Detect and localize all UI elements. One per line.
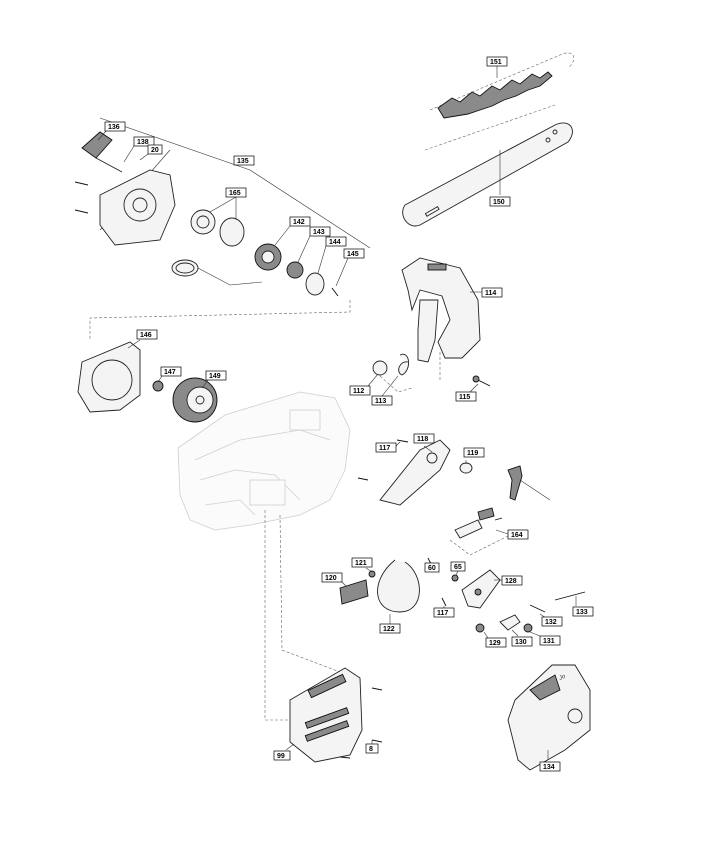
- callout-115: 115: [459, 394, 470, 401]
- part-number-callouts: 151 150 136 138 20 135 165 142 143: [97, 56, 594, 772]
- sprocket-cover: Jo: [507, 664, 591, 771]
- callout-165: 165: [229, 190, 241, 197]
- brake-parts: [357, 439, 551, 556]
- starter-assembly: [74, 117, 371, 297]
- hand-guard: [372, 257, 491, 393]
- cover-logo-text: Jo: [557, 673, 567, 682]
- callout-117-upper: 117: [379, 445, 390, 452]
- callout-130: 130: [515, 639, 527, 646]
- callout-8: 8: [369, 746, 373, 753]
- callout-114: 114: [485, 290, 496, 297]
- callout-146: 146: [140, 332, 152, 339]
- callout-120: 120: [325, 575, 337, 582]
- callout-164: 164: [511, 532, 523, 539]
- callout-143: 143: [313, 229, 325, 236]
- callout-128: 128: [505, 578, 517, 585]
- engine-housing-ghost: [177, 391, 351, 531]
- callout-138: 138: [137, 139, 149, 146]
- cylinder-cover: [289, 667, 383, 763]
- callout-150: 150: [493, 199, 505, 206]
- callout-99: 99: [277, 753, 285, 760]
- callout-118: 118: [417, 436, 428, 443]
- callout-121: 121: [355, 560, 367, 567]
- callout-134: 134: [543, 764, 555, 771]
- saw-chain: [424, 52, 575, 151]
- callout-136: 136: [108, 124, 120, 131]
- callout-112: 112: [353, 388, 364, 395]
- callout-149: 149: [209, 373, 221, 380]
- callout-144: 144: [329, 239, 341, 246]
- callout-131: 131: [543, 638, 555, 645]
- callout-60: 60: [428, 565, 436, 572]
- callout-135: 135: [237, 158, 249, 165]
- guide-bar: [402, 122, 573, 227]
- fan-cover-and-flywheel: [77, 341, 218, 423]
- callout-117-lower: 117: [437, 610, 448, 617]
- callout-147: 147: [164, 369, 176, 376]
- callout-142: 142: [293, 219, 305, 226]
- callout-119: 119: [467, 450, 478, 457]
- callout-129: 129: [489, 640, 501, 647]
- callout-box: [486, 56, 508, 67]
- callout-113: 113: [375, 398, 386, 405]
- callout-151: 151: [490, 59, 502, 66]
- brake-band-assembly: [339, 557, 586, 633]
- callout-20: 20: [151, 147, 159, 154]
- callout-122: 122: [383, 626, 395, 633]
- callout-145: 145: [347, 251, 359, 258]
- callout-133: 133: [576, 609, 588, 616]
- callout-132: 132: [545, 619, 557, 626]
- callout-65: 65: [454, 564, 462, 571]
